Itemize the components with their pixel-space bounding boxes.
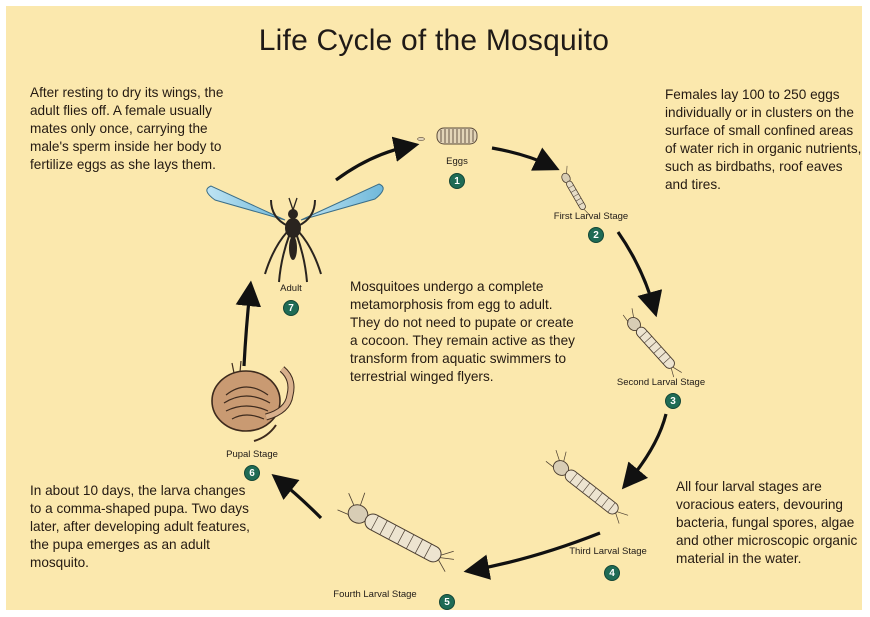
stage-label-fourth-larval: Fourth Larval Stage (333, 589, 416, 600)
stage-label-pupal: Pupal Stage (226, 449, 278, 460)
stage-badge-adult: 7 (283, 300, 299, 316)
pupa-description: In about 10 days, the larva changes to a… (30, 482, 260, 572)
diagram-poster: Life Cycle of the Mosquito After resting… (6, 6, 862, 610)
stage-badge-third-larval: 4 (604, 565, 620, 581)
adult-description: After resting to dry its wings, the adul… (30, 84, 244, 174)
arrow-larva1-to-larva2 (618, 232, 654, 308)
stage-badge-first-larval: 2 (588, 227, 604, 243)
stage-badge-eggs: 1 (449, 173, 465, 189)
fourth-larva-illustration (336, 485, 462, 572)
arrow-adult-to-eggs (336, 146, 410, 180)
stage-badge-fourth-larval: 5 (439, 594, 455, 610)
eggs-illustration (418, 128, 478, 144)
adult-mosquito-illustration (207, 184, 383, 282)
metamorphosis-description: Mosquitoes undergo a complete metamorpho… (350, 278, 580, 386)
stage-label-second-larval: Second Larval Stage (617, 377, 705, 388)
eggs-description: Females lay 100 to 250 eggs individually… (665, 86, 862, 194)
stage-badge-second-larval: 3 (665, 393, 681, 409)
second-larva-illustration (620, 308, 686, 379)
pupa-illustration (212, 361, 291, 441)
third-larva-illustration (543, 446, 635, 525)
stage-label-adult: Adult (280, 283, 302, 294)
larval-description: All four larval stages are voracious eat… (676, 478, 862, 568)
stage-label-eggs: Eggs (446, 156, 468, 167)
arrow-larva2-to-larva3 (628, 414, 666, 482)
page-title: Life Cycle of the Mosquito (6, 24, 862, 58)
stage-label-first-larval: First Larval Stage (554, 211, 628, 222)
arrow-eggs-to-larva1 (492, 148, 551, 166)
arrow-pupa-to-adult (244, 290, 250, 366)
arrow-larva4-to-pupa (279, 480, 321, 518)
stage-label-third-larval: Third Larval Stage (569, 546, 647, 557)
stage-badge-pupal: 6 (244, 465, 260, 481)
